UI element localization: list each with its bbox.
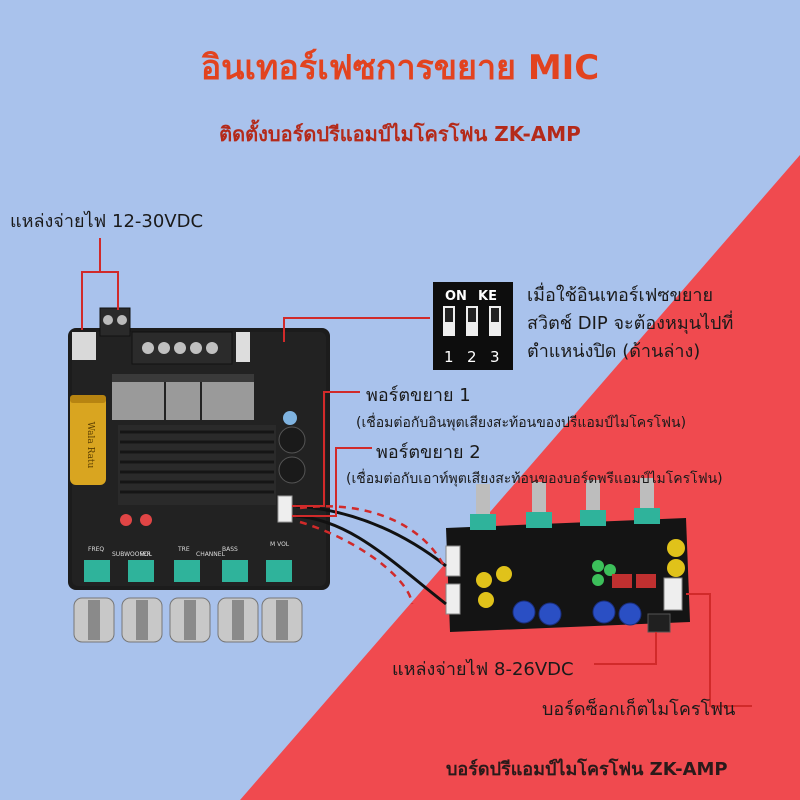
knob-label-channel: CHANNEL (196, 551, 226, 558)
board-pots (84, 560, 292, 582)
dip-num-1: 1 (444, 348, 454, 366)
knob-label-mvol: M VOL (270, 541, 290, 548)
main-amp-board: Wala Ratu FREQ SUBWOOFER VOL TRE CHANNEL… (68, 307, 330, 643)
dip-num-3: 3 (490, 348, 500, 366)
bottom-caption: บอร์ดปรีแอมป์ไมโครโฟน ZK-AMP (446, 759, 728, 780)
knob-label-freq: FREQ (88, 546, 104, 553)
dip-note-line-2: สวิตช์ DIP จะต้องหมุนไปที่ (527, 313, 734, 334)
power-terminal (99, 307, 131, 337)
page-title: อินเทอร์เฟซการขยาย MIC (200, 48, 600, 88)
expansion-cables (295, 504, 447, 606)
gold-capacitor: Wala Ratu (70, 395, 106, 485)
relay-blocks (112, 374, 254, 420)
knob-label-vol: VOL (140, 551, 153, 558)
preamp-power-label: แหล่งจ่ายไฟ 8-26VDC (392, 659, 574, 680)
port2-desc: (เชื่อมต่อกับเอาท์พุตเสียงสะท้อนของบอร์ด… (346, 471, 723, 487)
preamp-board (445, 478, 690, 633)
dip-switch-note: เมื่อใช้อินเทอร์เฟซขยาย สวิตช์ DIP จะต้อ… (527, 282, 733, 366)
knob-label-subwoofer: SUBWOOFER (112, 551, 151, 558)
port1-desc: (เชื่อมต่อกับอินพุตเสียงสะท้อนของปรีแอมป… (356, 415, 687, 431)
heatsink (118, 425, 276, 505)
gold-capacitor-text: Wala Ratu (85, 422, 95, 469)
knob-label-tre: TRE (177, 546, 190, 553)
preamp-knob-shafts (470, 478, 660, 530)
dip-note-line-3: ตำแหน่งปิด (ด้านล่าง) (527, 341, 701, 362)
dip-num-2: 2 (467, 348, 477, 366)
background-red (240, 155, 800, 800)
page-subtitle: ติดตั้งบอร์ดปรีแอมป์ไมโครโฟน ZK-AMP (219, 122, 581, 146)
callout-lines (81, 238, 752, 707)
dip-on-label: ON (445, 289, 467, 304)
dip-note-line-1: เมื่อใช้อินเทอร์เฟซขยาย (527, 285, 714, 306)
port1-label: พอร์ตขยาย 1 (366, 385, 471, 406)
port2-label: พอร์ตขยาย 2 (376, 442, 481, 463)
main-board-knobs (73, 597, 303, 643)
knob-label-bass: BASS (222, 546, 238, 553)
mic-socket-label: บอร์ดซ็อกเก็ตไมโครโฟน (542, 699, 736, 720)
power-supply-label: แหล่งจ่ายไฟ 12-30VDC (10, 211, 204, 232)
dip-switch: ON KE 1 2 3 (433, 282, 513, 370)
dip-ke-label: KE (478, 289, 497, 304)
